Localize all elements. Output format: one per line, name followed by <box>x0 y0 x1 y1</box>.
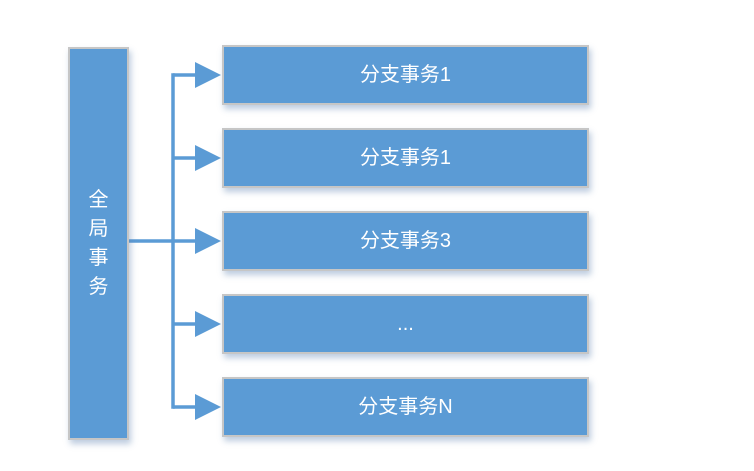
branch-transaction-box-3: 分支事务3 <box>222 211 589 271</box>
arrowhead-icon <box>195 394 221 420</box>
branch-transaction-label-3: 分支事务3 <box>359 230 452 252</box>
arrowhead-icon <box>195 62 221 88</box>
global-transaction-label: 全局事务 <box>88 188 109 298</box>
branch-transaction-box-2: 分支事务1 <box>222 128 589 188</box>
branch-transaction-label-4: ... <box>397 313 414 335</box>
branch-transaction-label-2: 分支事务1 <box>359 147 452 169</box>
branch-transaction-box-4: ... <box>222 294 589 354</box>
global-transaction-box: 全局事务 <box>68 47 129 440</box>
arrowhead-icon <box>195 311 221 337</box>
branch-transaction-box-1: 分支事务1 <box>222 45 589 105</box>
branch-transaction-label-5: 分支事务N <box>358 396 453 418</box>
branch-transaction-label-1: 分支事务1 <box>359 64 452 86</box>
arrowhead-icon <box>195 228 221 254</box>
arrowhead-icon <box>195 145 221 171</box>
branch-transaction-box-5: 分支事务N <box>222 377 589 437</box>
